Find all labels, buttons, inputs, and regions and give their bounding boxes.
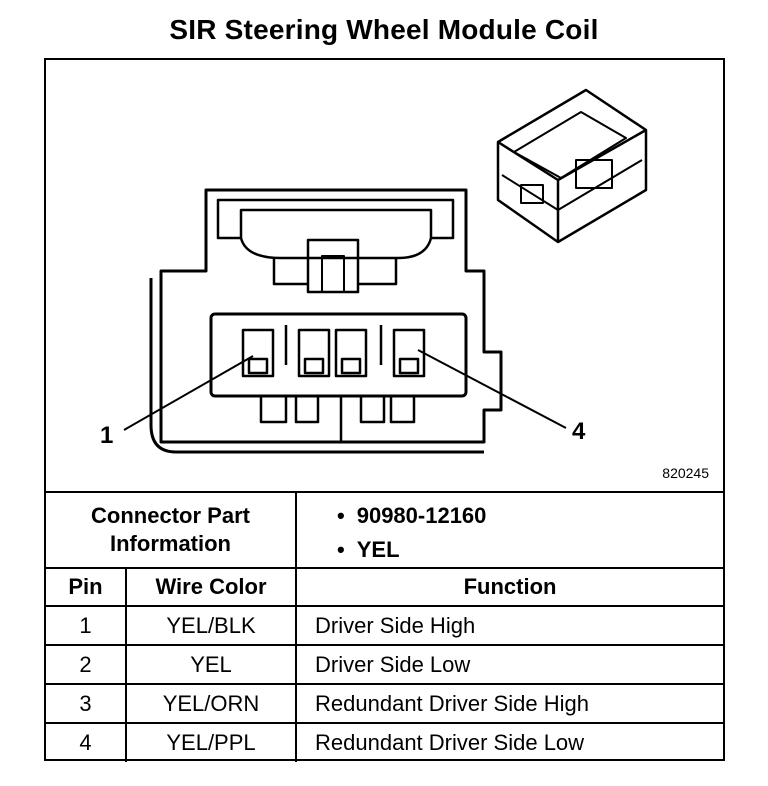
callout-pin-4: 4	[572, 418, 586, 445]
function-cell: Redundant Driver Side Low	[295, 722, 724, 762]
function-cell: Driver Side High	[295, 605, 724, 646]
connector-color: YEL	[337, 533, 723, 567]
function-cell: Driver Side Low	[295, 644, 724, 685]
col-header-function: Function	[295, 567, 724, 607]
col-header-pin: Pin	[46, 567, 127, 607]
table-row: 2 YEL Driver Side Low	[46, 644, 724, 685]
function-cell: Redundant Driver Side High	[295, 683, 724, 724]
pin-cell: 3	[46, 683, 127, 724]
wire-color-cell: YEL/ORN	[124, 683, 298, 724]
col-header-wire-color: Wire Color	[124, 567, 298, 607]
page-title: SIR Steering Wheel Module Coil	[169, 14, 599, 45]
connector-face-drawing	[123, 88, 648, 454]
table-row: 4 YEL/PPL Redundant Driver Side Low	[46, 722, 724, 762]
wire-color-cell: YEL/PPL	[124, 722, 298, 762]
table-header-row: Pin Wire Color Function	[46, 567, 724, 607]
table-row: 3 YEL/ORN Redundant Driver Side High	[46, 683, 724, 724]
pin-info-table: Connector Part Information 90980-12160 Y…	[46, 491, 724, 762]
table-row: 1 YEL/BLK Driver Side High	[46, 605, 724, 646]
connector-info-label: Connector Part Information	[46, 491, 298, 569]
connector-info-values: 90980-12160 YEL	[295, 491, 724, 569]
callout-pin-1: 1	[100, 422, 114, 449]
pin-cell: 4	[46, 722, 127, 762]
diagram-frame: 1 4 820245 Connector Part Information 90…	[44, 58, 725, 762]
wire-color-cell: YEL/BLK	[124, 605, 298, 646]
figure-id: 820245	[662, 465, 709, 481]
pin-cell: 2	[46, 644, 127, 685]
connector-part-number: 90980-12160	[337, 499, 723, 533]
pin-cell: 1	[46, 605, 127, 646]
connector-diagram: 1 4 820245	[46, 60, 723, 490]
connector-info-row: Connector Part Information 90980-12160 Y…	[46, 491, 724, 569]
wire-color-cell: YEL	[124, 644, 298, 685]
